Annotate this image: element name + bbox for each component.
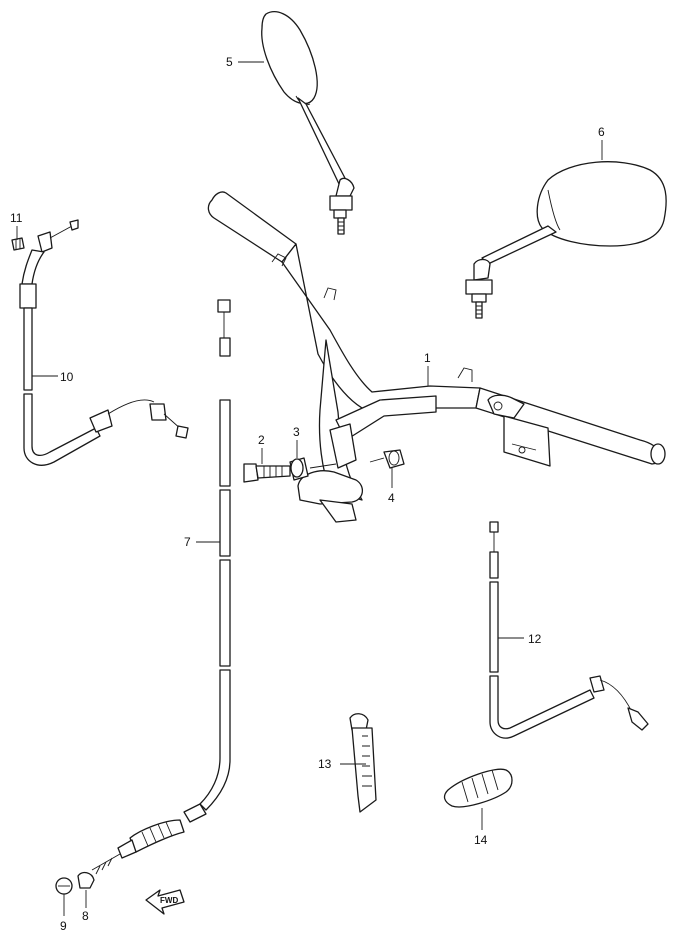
callout-10: 10 bbox=[60, 370, 74, 384]
grommet bbox=[443, 768, 513, 808]
callout-9: 9 bbox=[60, 919, 67, 933]
bolt bbox=[243, 463, 291, 483]
left-mirror bbox=[261, 11, 355, 235]
callout-3: 3 bbox=[293, 425, 300, 439]
cable-tie bbox=[349, 713, 377, 813]
handlebar bbox=[207, 191, 666, 523]
callout-1: 1 bbox=[424, 351, 431, 365]
small-screw bbox=[55, 877, 73, 895]
collar bbox=[289, 457, 309, 481]
callout-7: 7 bbox=[184, 535, 191, 549]
callout-13: 13 bbox=[318, 757, 332, 771]
callout-6: 6 bbox=[598, 125, 605, 139]
long-cable bbox=[91, 299, 231, 875]
callout-11: 11 bbox=[10, 211, 23, 225]
forward-arrow: FWD bbox=[145, 889, 185, 915]
right-cable bbox=[489, 521, 649, 739]
callout-5: 5 bbox=[226, 55, 233, 69]
callout-4: 4 bbox=[388, 491, 395, 505]
nut bbox=[383, 449, 405, 469]
callout-8: 8 bbox=[82, 909, 89, 923]
callout-12: 12 bbox=[528, 632, 542, 646]
callout-2: 2 bbox=[258, 433, 265, 447]
throttle-cable bbox=[19, 219, 189, 466]
callout-14: 14 bbox=[474, 833, 488, 847]
fwd-label: FWD bbox=[160, 896, 178, 905]
screw bbox=[11, 237, 25, 251]
right-mirror bbox=[465, 161, 667, 319]
washer bbox=[77, 871, 95, 889]
